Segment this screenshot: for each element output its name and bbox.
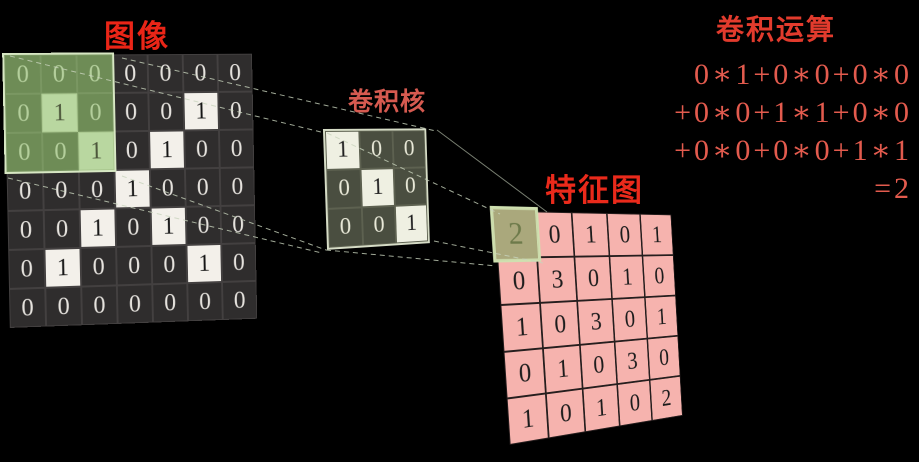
image-cell-r3c6: 0 bbox=[219, 167, 255, 206]
feature-cell-r2c2: 3 bbox=[577, 298, 615, 345]
image-cell-r1c4: 0 bbox=[148, 92, 185, 131]
image-cell-r6c4: 0 bbox=[152, 283, 189, 323]
image-grid-title: 图像 bbox=[104, 19, 170, 55]
feature-cell-r4c0: 1 bbox=[506, 393, 549, 445]
image-cell-r4c0: 0 bbox=[7, 210, 45, 250]
kernel-cell-r0c0: 1 bbox=[324, 130, 361, 170]
formula-result: =2 bbox=[874, 172, 912, 205]
image-cell-r6c3: 0 bbox=[116, 284, 153, 324]
feature-cell-r1c1: 3 bbox=[537, 256, 578, 303]
feature-cell-r2c4: 1 bbox=[644, 295, 679, 339]
image-cell-r2c4: 1 bbox=[149, 130, 185, 170]
image-cell-r1c6: 0 bbox=[218, 91, 254, 130]
image-cell-r5c3: 0 bbox=[116, 245, 153, 286]
image-cell-r5c1: 1 bbox=[44, 247, 82, 288]
image-cell-r4c2: 1 bbox=[79, 208, 117, 248]
formula-line-3: +0∗0+0∗0+1∗1 bbox=[674, 134, 912, 167]
kernel-title: 卷积核 bbox=[348, 87, 427, 116]
image-cell-r4c3: 0 bbox=[115, 207, 152, 247]
image-cell-r2c0: 0 bbox=[5, 132, 43, 173]
image-cell-r5c5: 1 bbox=[186, 243, 223, 284]
image-cell-r6c5: 0 bbox=[187, 281, 223, 322]
image-cell-r2c1: 0 bbox=[42, 131, 79, 172]
feature-cell-r0c0: 2 bbox=[491, 208, 540, 261]
feature-cell-r0c3: 0 bbox=[606, 213, 643, 257]
kernel-cell-r1c2: 0 bbox=[393, 167, 427, 206]
image-cell-r2c2: 1 bbox=[78, 131, 115, 171]
feature-cell-r1c0: 0 bbox=[497, 257, 541, 306]
feature-cell-r3c2: 0 bbox=[579, 341, 618, 389]
image-cell-r2c3: 0 bbox=[113, 130, 150, 170]
feature-cell-r3c3: 3 bbox=[614, 338, 650, 385]
connector-kernel-feature-top-right bbox=[436, 129, 548, 213]
convolution-formula: 卷积运算 0∗1+0∗0+0∗0 +0∗0+1∗1+0∗0 +0∗0+0∗0+1… bbox=[640, 8, 912, 208]
feature-cell-r4c2: 1 bbox=[582, 384, 620, 433]
kernel-cell-r0c1: 0 bbox=[359, 130, 394, 170]
kernel-cell-r1c0: 0 bbox=[326, 169, 362, 209]
image-cell-r1c2: 0 bbox=[77, 92, 114, 132]
feature-cell-r3c1: 1 bbox=[542, 344, 583, 394]
feature-cell-r0c2: 1 bbox=[571, 212, 610, 257]
image-cell-r0c5: 0 bbox=[182, 53, 219, 93]
image-cell-r2c5: 0 bbox=[184, 129, 220, 169]
image-cell-r3c4: 0 bbox=[149, 168, 186, 208]
image-cell-r5c4: 0 bbox=[151, 244, 188, 285]
image-cell-r4c6: 0 bbox=[220, 205, 256, 244]
image-cell-r6c2: 0 bbox=[81, 285, 118, 326]
image-cell-r0c2: 0 bbox=[76, 54, 113, 94]
image-cell-r0c3: 0 bbox=[112, 54, 149, 93]
image-cell-r4c1: 0 bbox=[43, 209, 81, 249]
feature-cell-r2c1: 0 bbox=[540, 300, 580, 349]
feature-cell-r1c4: 0 bbox=[642, 255, 676, 298]
image-cell-r1c0: 0 bbox=[4, 93, 43, 134]
image-cell-r4c4: 1 bbox=[150, 206, 187, 246]
formula-line-2: +0∗0+1∗1+0∗0 bbox=[674, 96, 912, 129]
feature-cell-r0c1: 0 bbox=[534, 211, 575, 258]
image-cell-r2c6: 0 bbox=[218, 129, 255, 168]
image-cell-r6c6: 0 bbox=[222, 280, 258, 320]
image-cell-r1c1: 1 bbox=[41, 93, 79, 133]
image-cell-r0c0: 0 bbox=[4, 54, 42, 94]
image-cell-r3c5: 0 bbox=[184, 167, 221, 207]
feature-cell-r0c4: 1 bbox=[639, 213, 674, 256]
image-cell-r3c0: 0 bbox=[6, 171, 44, 211]
image-cell-r5c2: 0 bbox=[80, 246, 117, 287]
formula-title: 卷积运算 bbox=[715, 13, 836, 46]
feature-cell-r3c4: 0 bbox=[647, 335, 681, 380]
feature-cell-r2c0: 1 bbox=[500, 302, 543, 352]
image-cell-r4c5: 0 bbox=[185, 205, 222, 245]
feature-cell-r1c2: 0 bbox=[574, 256, 613, 301]
image-cell-r1c5: 1 bbox=[183, 91, 219, 131]
feature-cell-r1c3: 1 bbox=[609, 255, 645, 299]
image-cell-r3c3: 1 bbox=[114, 169, 151, 209]
image-cell-r3c1: 0 bbox=[42, 170, 80, 211]
image-cell-r5c6: 0 bbox=[221, 243, 257, 282]
image-cell-r6c0: 0 bbox=[9, 287, 47, 328]
kernel-cell-r0c2: 0 bbox=[392, 130, 426, 169]
kernel-cell-r2c2: 1 bbox=[394, 204, 429, 244]
feature-cell-r4c4: 2 bbox=[649, 375, 683, 421]
image-cell-r6c1: 0 bbox=[45, 286, 83, 327]
image-cell-r0c4: 0 bbox=[147, 54, 184, 93]
feature-cell-r4c1: 0 bbox=[545, 388, 586, 439]
image-cell-r0c1: 0 bbox=[40, 54, 78, 94]
feature-cell-r4c3: 0 bbox=[617, 379, 653, 427]
image-cell-r3c2: 0 bbox=[78, 169, 116, 210]
kernel-cell-r2c0: 0 bbox=[327, 207, 364, 248]
formula-line-1: 0∗1+0∗0+0∗0 bbox=[693, 58, 912, 91]
connector-kernel-feature-bottom-left bbox=[325, 249, 497, 267]
image-cell-r1c3: 0 bbox=[112, 92, 150, 132]
kernel-cell-r2c1: 0 bbox=[361, 205, 397, 246]
feature-cell-r2c3: 0 bbox=[612, 297, 648, 342]
image-cell-r0c6: 0 bbox=[217, 53, 253, 92]
feature-cell-r3c0: 0 bbox=[503, 348, 546, 399]
kernel-cell-r1c1: 1 bbox=[360, 168, 395, 208]
feature-map-title: 特征图 bbox=[545, 173, 644, 209]
image-cell-r5c0: 0 bbox=[8, 248, 46, 289]
